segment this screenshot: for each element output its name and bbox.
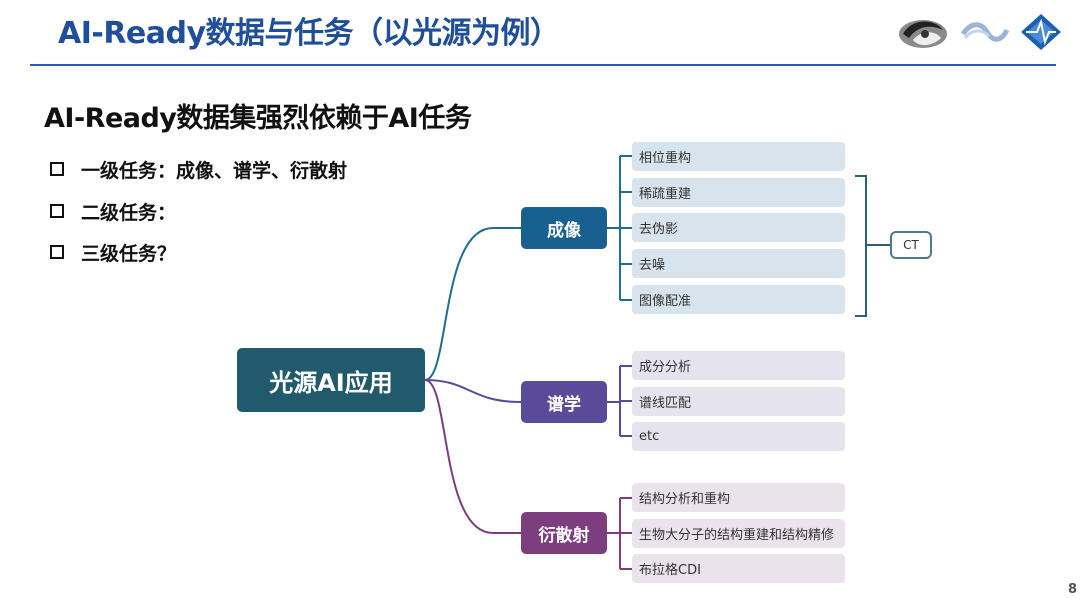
- ct-label-box: CT: [890, 231, 932, 259]
- leaf-structure-analysis: 结构分析和重构: [632, 483, 845, 512]
- connector-diffraction-leaves: [607, 497, 632, 570]
- category-diffraction: 衍散射: [521, 512, 607, 554]
- connector-root-imaging: [424, 227, 521, 381]
- logo-group: [895, 8, 1063, 56]
- page-number: 8: [1068, 582, 1078, 597]
- connector-spectroscopy-leaves: [607, 365, 632, 437]
- connector-root-spectroscopy: [424, 379, 522, 403]
- bullet-item: 二级任务：: [50, 199, 177, 224]
- leaf-image-registration: 图像配准: [632, 285, 845, 314]
- leaf-sparse-reconstruction: 稀疏重建: [632, 178, 845, 207]
- connector-root-diffraction: [424, 379, 521, 534]
- leaf-etc: etc: [632, 422, 845, 451]
- bullet-item: 一级任务：成像、谱学、衍散射: [50, 157, 348, 182]
- square-bullet-icon: [50, 204, 64, 218]
- bullet-text: 二级任务：: [81, 201, 177, 224]
- leaf-phase-reconstruction: 相位重构: [632, 142, 845, 171]
- leaf-biomacromolecule-refinement: 生物大分子的结构重建和结构精修: [632, 519, 845, 548]
- leaf-component-analysis: 成分分析: [632, 351, 845, 380]
- category-spectroscopy: 谱学: [521, 381, 607, 423]
- leaf-spectral-matching: 谱线匹配: [632, 387, 845, 416]
- mindmap-root-node: 光源AI应用: [237, 348, 425, 412]
- leaf-denoising: 去噪: [632, 249, 845, 278]
- connector-imaging-leaves: [607, 155, 632, 301]
- category-imaging: 成像: [521, 207, 607, 249]
- subtitle: AI-Ready数据集强烈依赖于AI任务: [44, 103, 472, 134]
- square-bullet-icon: [50, 245, 64, 259]
- wave-logo-icon: [960, 22, 1010, 42]
- leaf-artifact-removal: 去伪影: [632, 213, 845, 242]
- bullet-text: 三级任务？: [81, 242, 177, 265]
- slide-title: AI-Ready数据与任务（以光源为例）: [58, 16, 560, 51]
- ihep-logo-icon: [899, 20, 947, 48]
- square-bullet-icon: [50, 162, 64, 176]
- title-divider: [30, 64, 1056, 66]
- bullet-text: 一级任务：成像、谱学、衍散射: [81, 159, 348, 182]
- diamond-logo-icon: [1021, 14, 1061, 50]
- ct-bracket: [855, 175, 890, 317]
- leaf-bragg-cdi: 布拉格CDI: [632, 554, 845, 583]
- bullet-item: 三级任务？: [50, 240, 177, 265]
